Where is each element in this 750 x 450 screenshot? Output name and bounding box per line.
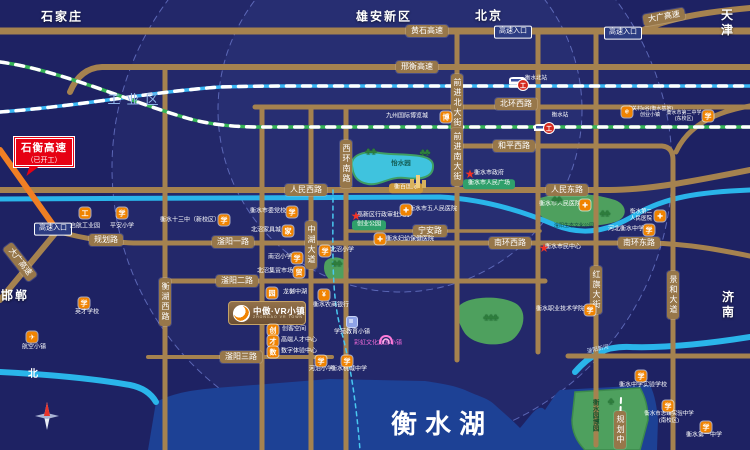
badge-subtitle: （已开工） xyxy=(26,157,62,164)
rail-jingjiu-dash xyxy=(0,60,750,129)
rail-shiji-dash xyxy=(0,84,750,114)
badge-title: 石衡高速 xyxy=(21,142,67,154)
park-patch-large xyxy=(457,297,524,345)
road-xingheng xyxy=(67,64,750,95)
road-shiheng-orange xyxy=(0,147,59,232)
vr-town-logo: 中傲·VR小镇 ZHONGAO VR TOWN xyxy=(228,301,306,325)
park-patch-small xyxy=(324,257,349,283)
shiheng-expressway-badge: 石衡高速 （已开工） xyxy=(13,136,75,176)
hengshui-lake xyxy=(148,379,658,450)
expo-island xyxy=(571,387,649,450)
vr-town-title: 中傲·VR小镇 xyxy=(253,305,306,316)
planned-line xyxy=(332,189,361,450)
road-daguang-branch xyxy=(638,5,750,34)
river-southwest xyxy=(0,369,159,405)
vr-town-globe-icon xyxy=(233,304,250,322)
road-ne-connector xyxy=(673,103,750,155)
yishui-pond xyxy=(350,151,435,186)
road-renmin xyxy=(0,167,750,193)
river-central xyxy=(0,187,750,234)
road-heping-jinghe xyxy=(453,143,676,450)
road-sw-diagonal xyxy=(0,227,61,303)
vr-town-subtitle: ZHONGAO VR TOWN xyxy=(253,314,304,319)
